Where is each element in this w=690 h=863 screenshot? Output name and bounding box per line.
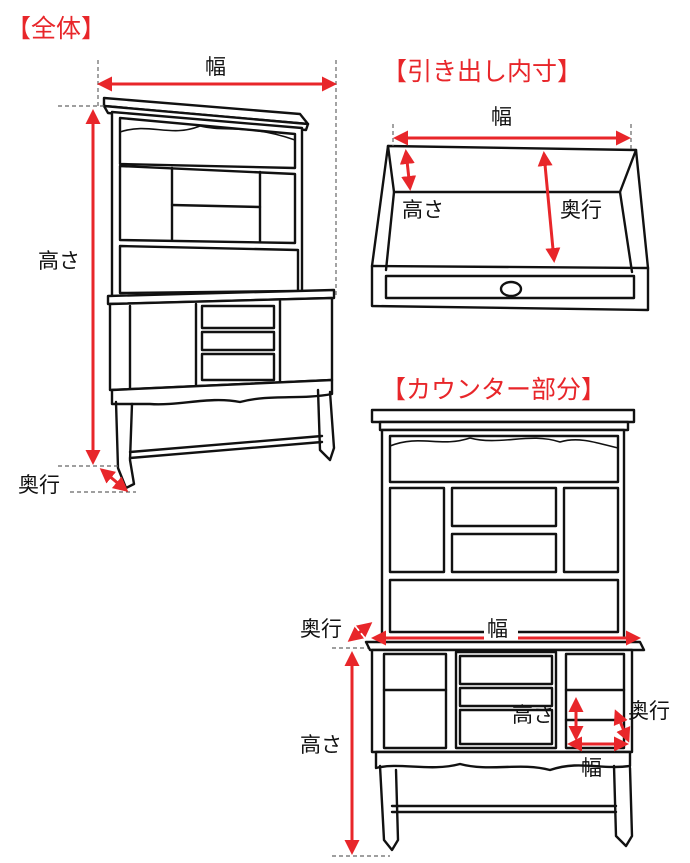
drawer-height-label: 高さ <box>402 198 444 222</box>
counter-depth-arrow <box>347 622 373 642</box>
overall-height-label: 高さ <box>38 249 80 273</box>
counter-title: 【カウンター部分】 <box>381 375 606 404</box>
counter-width-label: 幅 <box>487 617 508 641</box>
counter-inner-width-label: 幅 <box>581 756 602 780</box>
counter-cabinet-drawing <box>364 408 646 852</box>
overall-depth-label: 奥行 <box>18 473 60 497</box>
overall-depth-arrow <box>99 468 129 492</box>
counter-inner-depth-arrow <box>613 709 631 743</box>
counter-depth-label: 奥行 <box>300 617 342 641</box>
drawer-depth-arrow <box>537 151 561 263</box>
overall-title: 【全体】 <box>6 14 106 43</box>
counter-inner-height-label: 高さ <box>512 703 554 727</box>
overall-cabinet-drawing <box>102 96 336 490</box>
counter-inner-depth-label: 奥行 <box>628 699 670 723</box>
drawer-title: 【引き出し内寸】 <box>382 57 582 86</box>
drawer-depth-label: 奥行 <box>560 198 602 222</box>
drawer-width-label: 幅 <box>491 105 512 129</box>
drawer-height-arrow <box>399 149 417 191</box>
drawer-drawing <box>370 144 650 312</box>
counter-height-label: 高さ <box>300 733 342 757</box>
overall-width-label: 幅 <box>205 55 226 79</box>
